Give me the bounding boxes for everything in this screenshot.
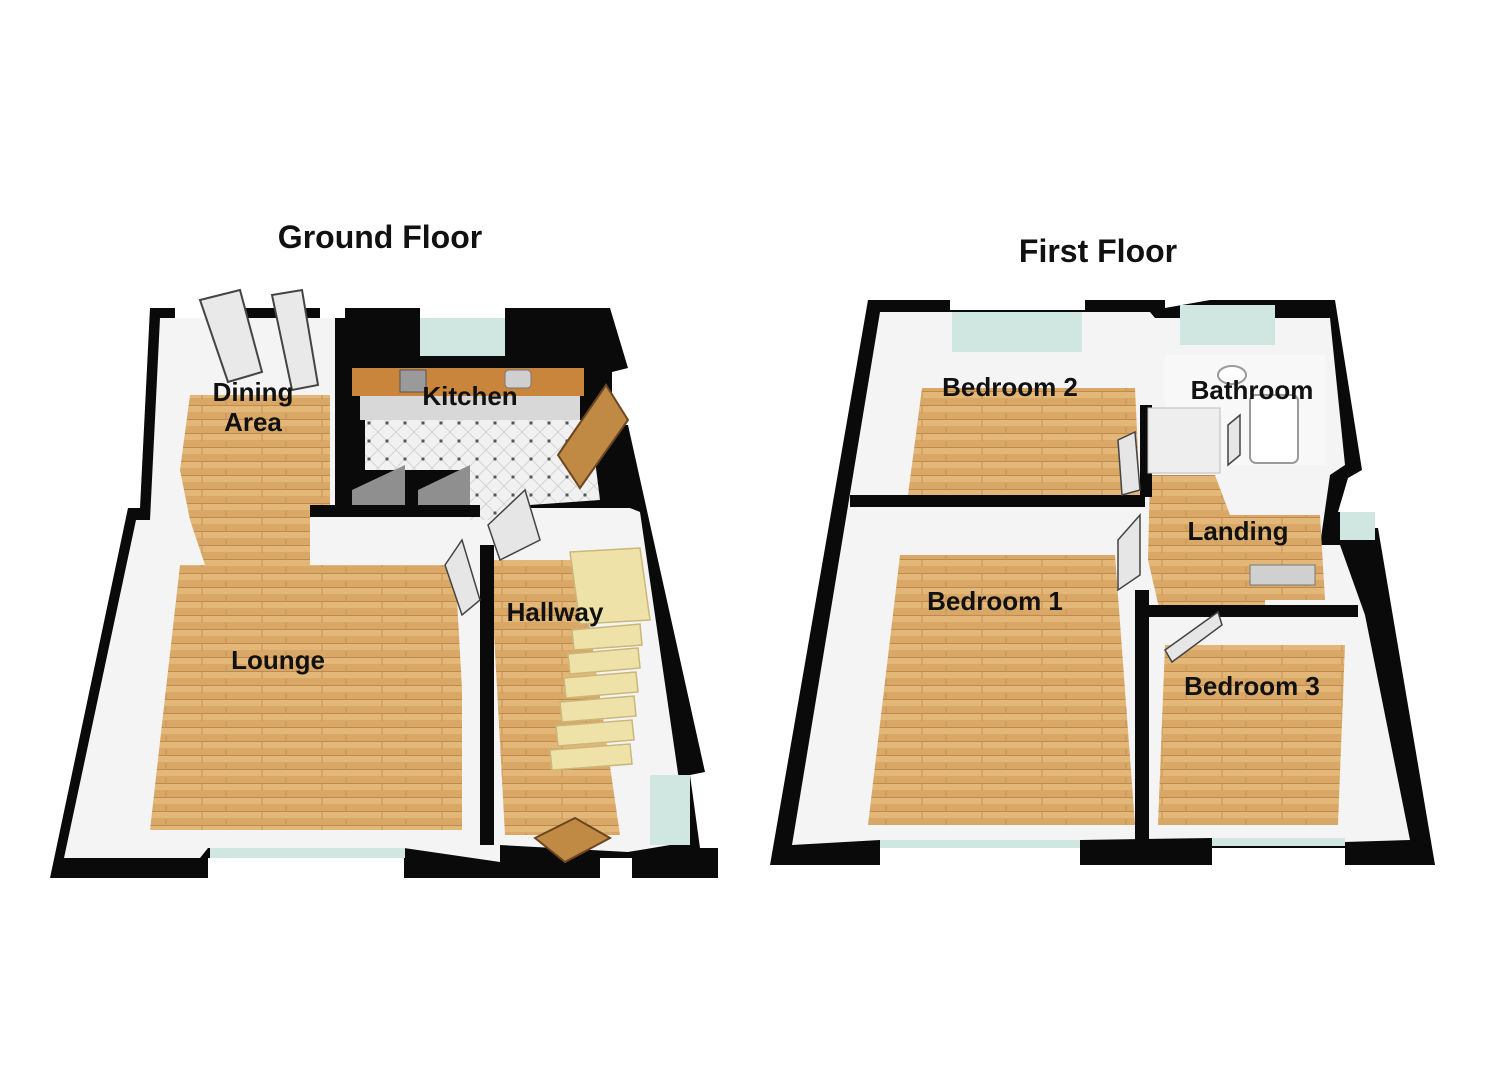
- lounge-door-icon: [444, 538, 481, 617]
- bedroom-2-door-icon: [1117, 430, 1141, 496]
- bath-icon: [1249, 394, 1299, 464]
- dining-french-doors-icon: [198, 288, 320, 392]
- first-floor: First Floor: [770, 233, 1435, 865]
- hall-side-window: [650, 775, 690, 845]
- dining-area-floor: [180, 395, 330, 565]
- sink-icon: [504, 369, 532, 389]
- room-label-bathroom: Bathroom: [1191, 375, 1314, 405]
- staircase-icon: [549, 547, 651, 771]
- kitchen-units: [360, 396, 580, 420]
- hob-icon: [399, 369, 427, 393]
- bed1-landing-wall: [1135, 590, 1149, 840]
- room-label-hallway: Hallway: [507, 597, 604, 627]
- ground-floor: Ground Floor: [50, 219, 718, 878]
- bedroom-1-floor: [868, 555, 1135, 825]
- lounge-window: [210, 848, 405, 858]
- kitchen-hall-door-icon: [487, 488, 541, 562]
- lounge-floor: [150, 565, 470, 830]
- kitchen-window: [420, 318, 505, 356]
- lounge-hall-wall: [480, 545, 494, 845]
- bedroom-3-door-icon: [1164, 610, 1223, 664]
- kitchen-base-wall: [310, 505, 480, 517]
- kitchen-back-door-icon: [556, 383, 630, 490]
- bedroom-2-floor: [908, 388, 1140, 495]
- kitchen-partition-wall: [335, 318, 347, 508]
- room-label-lounge: Lounge: [231, 645, 325, 675]
- landing-window: [1340, 512, 1375, 540]
- room-label-bedroom-1: Bedroom 1: [927, 586, 1063, 616]
- understairs-cupboard-doors-icon: [352, 465, 470, 505]
- first-floor-title: First Floor: [1019, 233, 1177, 269]
- room-label-bedroom-2: Bedroom 2: [942, 372, 1078, 402]
- bathroom-window: [1180, 305, 1275, 345]
- bathroom-door-icon: [1227, 413, 1241, 467]
- airing-cupboard: [1147, 407, 1221, 474]
- room-label-bedroom-3: Bedroom 3: [1184, 671, 1320, 701]
- hall-inner-wall-face: [462, 560, 480, 845]
- room-label-kitchen: Kitchen: [422, 381, 517, 411]
- bedroom-1-wall-top-face: [855, 507, 1140, 555]
- room-label-landing: Landing: [1187, 516, 1288, 546]
- bed3-top-wall: [1148, 605, 1358, 617]
- bed1-bed2-wall: [850, 495, 1145, 507]
- kitchen-floor: [365, 420, 600, 520]
- radiator-icon: [1249, 564, 1316, 586]
- kitchen-worktop: [352, 368, 584, 396]
- bedroom-2-window: [952, 312, 1082, 352]
- ground-floor-title: Ground Floor: [278, 219, 482, 255]
- bedroom-1-window: [880, 840, 1080, 848]
- bedroom-1-door-icon: [1117, 513, 1141, 592]
- room-label-dining-line1: Dining: [213, 377, 294, 407]
- front-door-icon: [533, 816, 613, 864]
- bedroom-3-window: [1212, 838, 1345, 846]
- bedroom-3-wall-top-face: [1215, 617, 1360, 645]
- room-label-dining-line2: Area: [224, 407, 282, 437]
- basin-icon: [1217, 365, 1247, 385]
- bedroom-3-floor: [1158, 645, 1345, 825]
